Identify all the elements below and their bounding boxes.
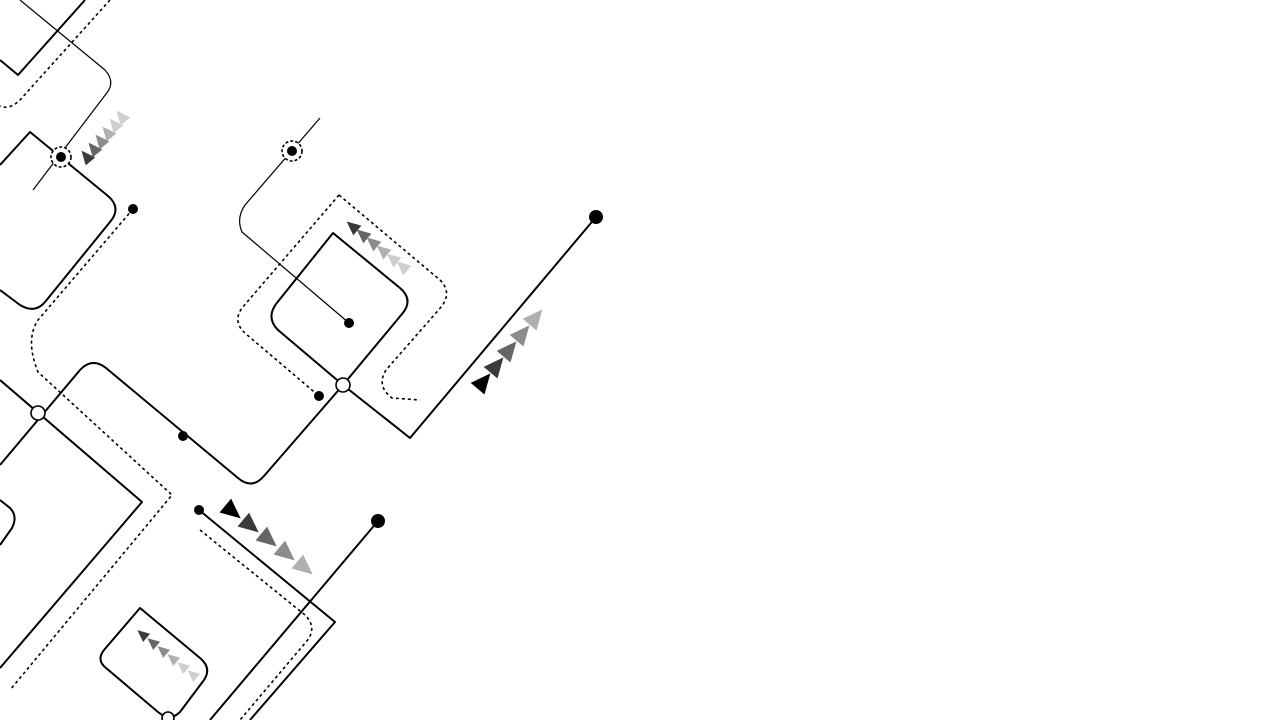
arrow-triangle-icon (177, 662, 191, 674)
node-dot (371, 514, 385, 528)
arrow-triangle-icon (376, 245, 392, 260)
arrow-triangle-icon (88, 142, 103, 158)
arrow-triangle-icon (396, 261, 412, 276)
arrow-triangle-icon (346, 221, 362, 236)
arrow-triangle-icon (291, 554, 313, 575)
arrow-triangle-icon (522, 309, 543, 331)
arrow-triangle-icon (366, 237, 382, 252)
arrow-triangle-icon (496, 341, 517, 363)
arrow-triangle-icon (187, 670, 201, 682)
arrow-triangle-icon (470, 373, 491, 395)
arrow-chevrons (81, 110, 543, 682)
arrow-triangle-icon (237, 512, 259, 533)
arrow-triangle-icon (157, 646, 171, 658)
node-dot (589, 210, 603, 224)
arrow-triangle-icon (167, 654, 181, 666)
node-dot (314, 391, 324, 401)
arrow-triangle-icon (483, 357, 504, 379)
solid-traces (0, 0, 597, 720)
node-dot (194, 505, 204, 515)
arrow-triangle-icon (509, 325, 530, 347)
thin-traces (19, 0, 350, 324)
target-node-core (287, 146, 297, 156)
arrow-triangle-icon (102, 126, 117, 142)
arrow-triangle-icon (386, 253, 402, 268)
node-dot (128, 204, 138, 214)
hollow-node (161, 711, 175, 720)
arrow-triangle-icon (147, 638, 161, 650)
arrow-triangle-icon (219, 498, 241, 519)
dashed-traces (0, 0, 448, 720)
arrow-triangle-icon (116, 110, 131, 126)
arrow-triangle-icon (137, 630, 151, 642)
target-node-core (56, 152, 66, 162)
node-dots (30, 140, 603, 720)
arrow-triangle-icon (81, 150, 96, 166)
hollow-node (30, 405, 46, 421)
node-dot (344, 318, 354, 328)
arrow-triangle-icon (255, 526, 277, 547)
node-dot (178, 431, 188, 441)
arrow-triangle-icon (356, 229, 372, 244)
hollow-node (335, 377, 351, 393)
arrow-triangle-icon (95, 134, 110, 150)
arrow-triangle-icon (273, 540, 295, 561)
arrow-triangle-icon (109, 118, 124, 134)
